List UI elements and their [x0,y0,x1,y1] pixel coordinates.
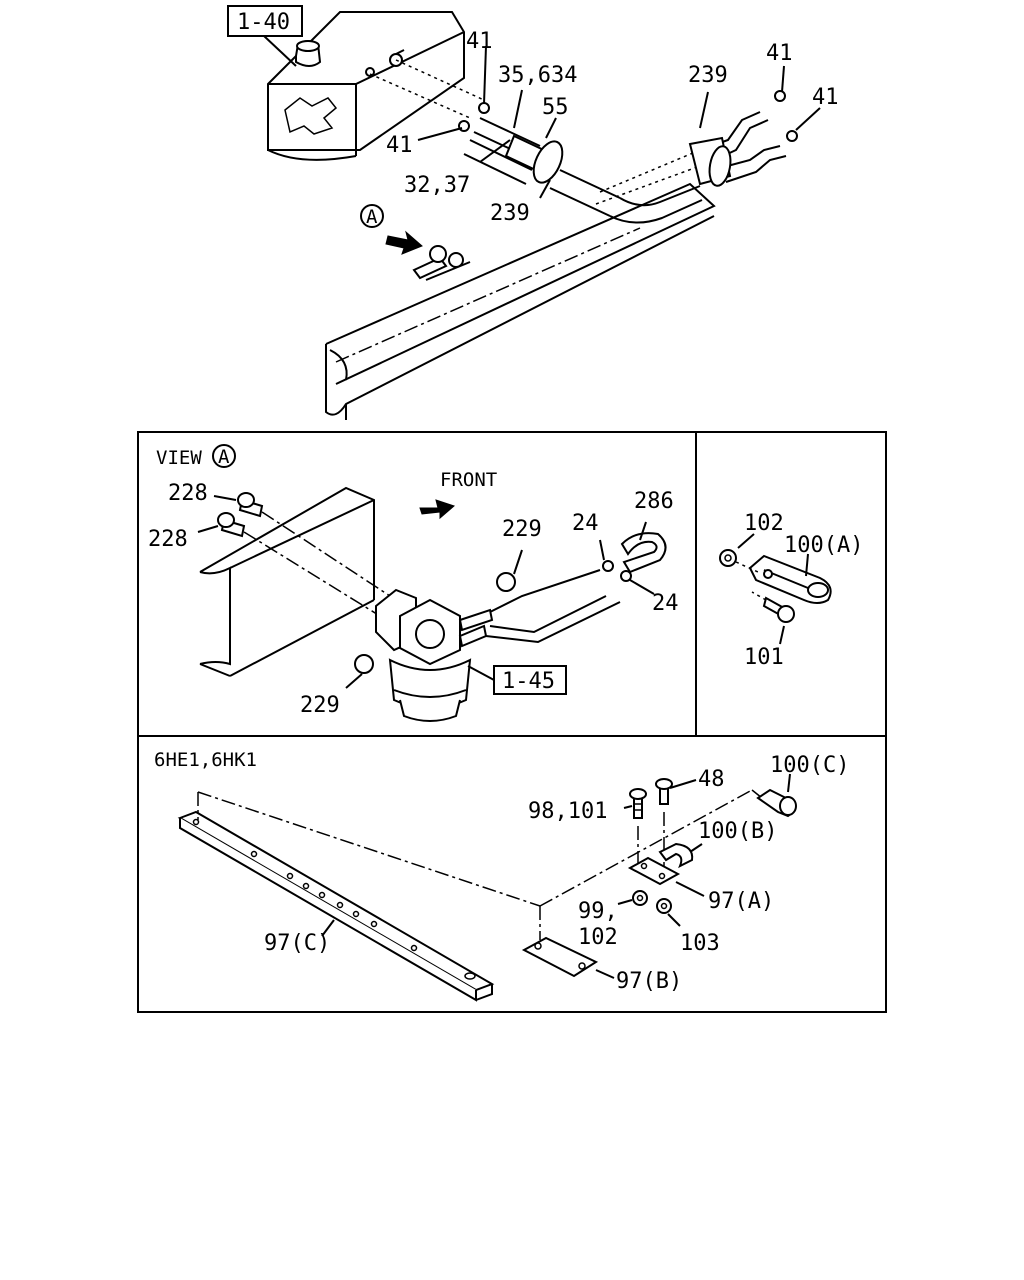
detail-panel: 102 100(A) 101 [719,511,863,670]
label-100b: 100(B) [698,819,777,844]
plate-97a [627,856,705,897]
clamp-100c [756,773,797,818]
label-229-b: 229 [300,693,340,718]
nuts-clips-view-a [345,521,655,689]
label-100c: 100(C) [770,753,849,778]
view-a-indicator: A [360,204,471,281]
view-a-marker: A [218,446,230,468]
nut-102 [719,549,759,573]
fuel-filter-assembly [375,588,494,722]
front-arrow [419,499,455,520]
bolt-101 [751,591,795,623]
fuel-pipes [463,65,821,224]
ref-box-1-40: 1-40 [227,5,303,67]
label-239-b: 239 [688,63,728,88]
bracket-97c [177,810,495,1002]
label-55: 55 [542,95,569,120]
label-97a: 97(A) [708,889,774,914]
label-102-engine: 102 [578,925,618,950]
marker-a-top: A [366,206,378,228]
engine-panel-title: 6HE1,6HK1 [154,749,257,771]
clamp-100a [748,554,832,604]
bolts-98-48 [623,778,697,819]
label-102-detail: 102 [744,511,784,536]
label-24-b: 24 [652,591,679,616]
label-41-d: 41 [812,85,839,110]
label-41-a: 41 [466,29,493,54]
fuel-tank [267,11,465,161]
label-228-a: 228 [168,481,208,506]
leader-97c [321,919,335,937]
ref-box-1-45: 1-45 [467,665,567,695]
label-97c: 97(C) [264,931,330,956]
label-100a: 100(A) [784,533,863,558]
label-239-a: 239 [490,201,530,226]
front-label: FRONT [440,469,497,491]
label-228-b: 228 [148,527,188,552]
label-229-a: 229 [502,517,542,542]
bolts-228 [197,492,391,617]
label-286: 286 [634,489,674,514]
view-a-title: VIEW [156,447,202,469]
clips-41-tank [369,45,490,141]
ref-1-40-label: 1-40 [237,10,290,35]
ref-1-45-label: 1-45 [502,669,555,694]
view-a-panel: VIEW A FRONT [148,444,679,722]
label-32-37: 32,37 [404,173,470,198]
label-103: 103 [680,931,720,956]
fuel-lines-view-a [485,532,667,644]
frame-rail-view-a [199,486,375,677]
label-98-101: 98,101 [528,799,607,824]
label-41-b: 41 [386,133,413,158]
bracket-97b [521,936,615,979]
label-24-a: 24 [572,511,599,536]
frame-rail-top [325,182,716,420]
panel-frames [137,431,887,1013]
label-35-634: 35,634 [498,63,577,88]
label-99: 99, [578,899,618,924]
label-41-c: 41 [766,41,793,66]
label-101-detail: 101 [744,645,784,670]
clamp-100b [658,842,703,869]
engine-panel: 6HE1,6HK1 [154,749,849,1002]
top-assembly: 1-40 [227,5,839,420]
nuts-99-103 [617,890,681,927]
label-97b: 97(B) [616,969,682,994]
label-48: 48 [698,767,725,792]
